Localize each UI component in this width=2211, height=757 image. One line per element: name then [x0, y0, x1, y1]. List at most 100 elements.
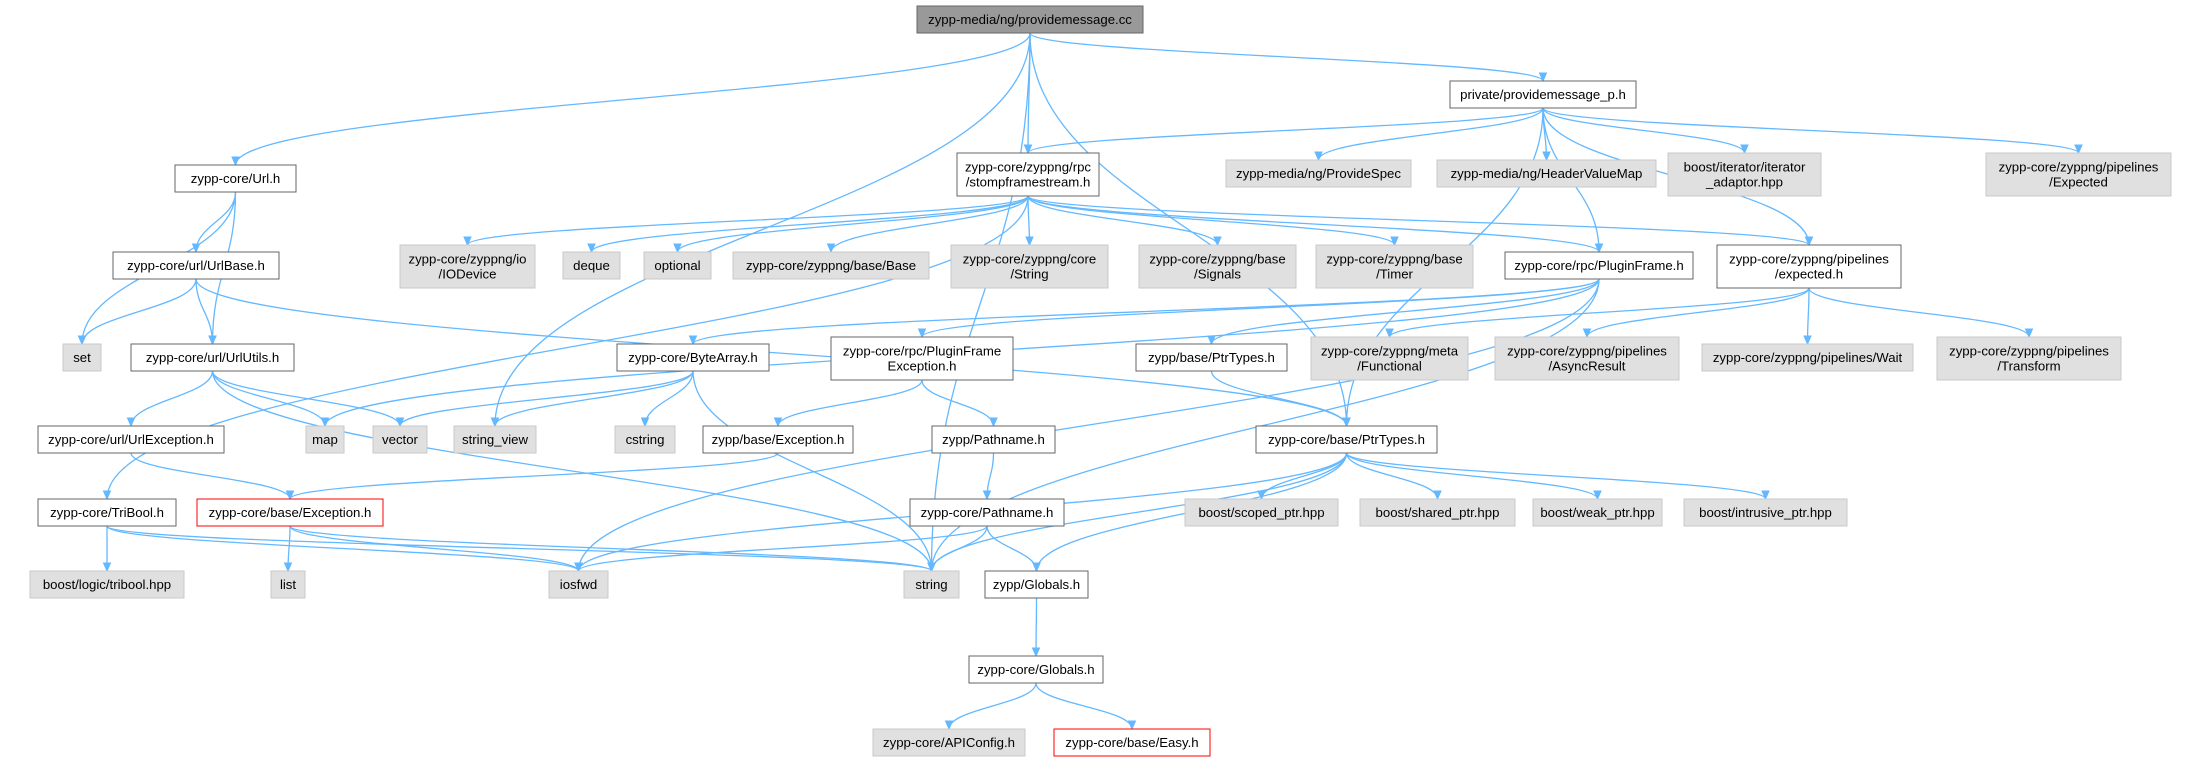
node-zypp-core-zyppng-base-signals[interactable]: zypp-core/zyppng/base/Signals — [1138, 244, 1297, 289]
node-boost-weak-ptr-hpp[interactable]: boost/weak_ptr.hpp — [1532, 498, 1663, 527]
dependency-edge — [676, 195, 1029, 253]
node-label: zypp-core/zyppng/pipelines — [1999, 160, 2159, 175]
node-label: zypp-core/zyppng/pipelines/Wait — [1713, 350, 1903, 365]
node-private-providemessage-p-h[interactable]: private/providemessage_p.h — [1449, 80, 1637, 109]
node-optional[interactable]: optional — [643, 251, 712, 280]
dependency-edge — [930, 525, 988, 572]
node-zypp-core-zyppng-io-iodevice[interactable]: zypp-core/zyppng/io/IODevice — [399, 244, 536, 289]
node-zypp-pathname-h[interactable]: zypp/Pathname.h — [931, 425, 1056, 454]
node-label: zypp-core/base/Exception.h — [209, 505, 372, 520]
node-zypp-core-url-urlutils-h[interactable]: zypp-core/url/UrlUtils.h — [130, 343, 295, 372]
dependency-edge — [211, 370, 326, 427]
node-string[interactable]: string — [903, 570, 960, 599]
node-box — [1701, 343, 1914, 372]
node-zypp-core-pathname-h[interactable]: zypp-core/Pathname.h — [909, 498, 1065, 527]
dependency-edge — [1029, 32, 1544, 82]
node-zypp-core-url-urlexception-h[interactable]: zypp-core/url/UrlException.h — [37, 425, 225, 454]
node-zypp-core-zyppng-base-base[interactable]: zypp-core/zyppng/base/Base — [732, 251, 930, 280]
node-zypp-core-zyppng-base-timer[interactable]: zypp-core/zyppng/base/Timer — [1315, 244, 1474, 289]
dependency-edge — [1345, 452, 1767, 500]
node-label: boost/weak_ptr.hpp — [1540, 505, 1654, 520]
arrowhead — [773, 417, 783, 428]
node-box — [562, 251, 621, 280]
arrowhead — [1803, 335, 1812, 346]
node-zypp-core-globals-h[interactable]: zypp-core/Globals.h — [968, 655, 1104, 684]
node-box — [1315, 244, 1474, 289]
arrowhead — [1257, 490, 1266, 501]
node-deque[interactable]: deque — [562, 251, 621, 280]
arrowhead — [1433, 490, 1442, 501]
arrowhead — [395, 417, 405, 428]
node-label: zypp-core/url/UrlException.h — [48, 432, 214, 447]
node-zypp-core-base-ptrtypes-h[interactable]: zypp-core/base/PtrTypes.h — [1255, 425, 1438, 454]
node-map[interactable]: map — [305, 425, 345, 454]
arrowhead — [688, 335, 698, 346]
node-box — [62, 343, 102, 372]
node-zypp-core-url-h[interactable]: zypp-core/Url.h — [174, 164, 297, 193]
node-boost-logic-tribool-hpp[interactable]: boost/logic/tribool.hpp — [29, 570, 185, 599]
node-label: _adaptor.hpp — [1705, 175, 1783, 190]
node-zypp-core-zyppng-meta-functional[interactable]: zypp-core/zyppng/meta/Functional — [1310, 336, 1469, 381]
node-zypp-core-zyppng-pipelines-expected[interactable]: zypp-core/zyppng/pipelines/Expected — [1985, 152, 2172, 197]
node-box — [305, 425, 345, 454]
node-zypp-core-zyppng-pipelines-wait[interactable]: zypp-core/zyppng/pipelines/Wait — [1701, 343, 1914, 372]
node-zypp-core-apiconfig-h[interactable]: zypp-core/APIConfig.h — [872, 728, 1026, 757]
node-label: zypp-media/ng/HeaderValueMap — [1451, 166, 1643, 181]
node-label: string_view — [462, 432, 528, 447]
node-label: zypp-core/zyppng/base/Base — [746, 258, 916, 273]
node-zypp-core-rpc-pluginframe-h[interactable]: zypp-core/rpc/PluginFrame.h — [1504, 251, 1694, 280]
node-label: boost/shared_ptr.hpp — [1376, 505, 1500, 520]
node-zypp-globals-h[interactable]: zypp/Globals.h — [984, 570, 1089, 599]
node-zypp-base-ptrtypes-h[interactable]: zypp/base/PtrTypes.h — [1135, 343, 1288, 372]
node-label: /expected.h — [1775, 267, 1843, 282]
node-boost-iterator-iterator-adaptor-hpp[interactable]: boost/iterator/iterator_adaptor.hpp — [1667, 152, 1822, 197]
node-box — [1138, 244, 1297, 289]
node-zypp-core-base-easy-h[interactable]: zypp-core/base/Easy.h — [1053, 728, 1211, 757]
node-zypp-core-zyppng-rpc-stompframestream-h[interactable]: zypp-core/zyppng/rpc/stompframestream.h — [956, 152, 1100, 197]
node-label: Exception.h — [888, 359, 957, 374]
node-vector[interactable]: vector — [372, 425, 428, 454]
node-zypp-media-ng-providespec[interactable]: zypp-media/ng/ProvideSpec — [1225, 159, 1412, 188]
node-label: zypp-core/zyppng/pipelines — [1949, 344, 2109, 359]
node-boost-scoped-ptr-hpp[interactable]: boost/scoped_ptr.hpp — [1184, 498, 1339, 527]
node-zypp-core-zyppng-pipelines-transform[interactable]: zypp-core/zyppng/pipelines/Transform — [1936, 336, 2122, 381]
node-string-view[interactable]: string_view — [453, 425, 537, 454]
node-boost-intrusive-ptr-hpp[interactable]: boost/intrusive_ptr.hpp — [1683, 498, 1848, 527]
node-zypp-core-zyppng-core-string[interactable]: zypp-core/zyppng/core/String — [950, 244, 1109, 289]
arrowhead — [102, 562, 112, 573]
node-box — [270, 570, 306, 599]
node-label: boost/intrusive_ptr.hpp — [1699, 505, 1832, 520]
node-boost-shared-ptr-hpp[interactable]: boost/shared_ptr.hpp — [1359, 498, 1516, 527]
node-box — [903, 570, 960, 599]
node-iosfwd[interactable]: iosfwd — [548, 570, 609, 599]
dependency-edge — [577, 278, 1600, 572]
node-cstring[interactable]: cstring — [614, 425, 676, 454]
node-zypp-core-bytearray-h[interactable]: zypp-core/ByteArray.h — [616, 343, 770, 372]
node-set[interactable]: set — [62, 343, 102, 372]
dependency-edge — [1035, 682, 1133, 730]
node-zypp-core-url-urlbase-h[interactable]: zypp-core/url/UrlBase.h — [112, 251, 280, 280]
dependency-edge — [399, 370, 694, 427]
node-label: zypp-media/ng/providemessage.cc — [928, 12, 1132, 27]
node-label: list — [280, 577, 296, 592]
arrowhead — [1032, 562, 1041, 573]
node-box — [29, 570, 185, 599]
node-box — [984, 570, 1089, 599]
node-zypp-core-base-exception-h[interactable]: zypp-core/base/Exception.h — [196, 498, 384, 527]
node-zypp-core-zyppng-pipelines-asyncresult[interactable]: zypp-core/zyppng/pipelines/AsyncResult — [1494, 336, 1680, 381]
node-zypp-media-ng-providemessage-cc[interactable]: zypp-media/ng/providemessage.cc — [916, 5, 1144, 34]
arrowhead — [587, 243, 596, 254]
dependency-edge — [130, 370, 214, 427]
node-box — [130, 343, 295, 372]
node-zypp-media-ng-headervaluemap[interactable]: zypp-media/ng/HeaderValueMap — [1436, 159, 1657, 188]
node-box — [702, 425, 854, 454]
node-zypp-core-tribool-h[interactable]: zypp-core/TriBool.h — [37, 498, 177, 527]
node-zypp-base-exception-h[interactable]: zypp/base/Exception.h — [702, 425, 854, 454]
node-zypp-core-zyppng-pipelines-expected-h[interactable]: zypp-core/zyppng/pipelines/expected.h — [1716, 244, 1902, 289]
node-box — [1255, 425, 1438, 454]
dependency-edge — [1210, 278, 1600, 345]
node-label: zypp-core/zyppng/pipelines — [1507, 344, 1667, 359]
node-box — [1310, 336, 1469, 381]
node-list[interactable]: list — [270, 570, 306, 599]
